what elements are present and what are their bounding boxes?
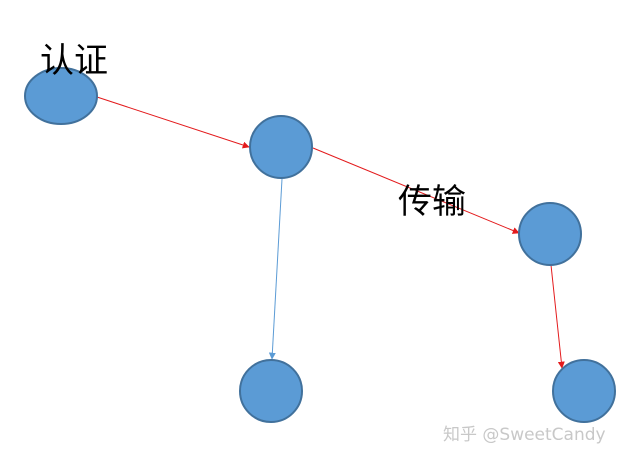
node-4 xyxy=(239,359,303,423)
transfer-label: 传输 xyxy=(398,182,466,222)
node-2 xyxy=(249,115,313,179)
edge-node3-node5 xyxy=(550,264,565,369)
node-1 xyxy=(24,67,98,125)
node-3 xyxy=(518,202,582,266)
watermark-text: 知乎 @SweetCandy xyxy=(443,425,606,445)
edge-node2-node3 xyxy=(312,147,520,234)
edge-node2-node4 xyxy=(268,178,283,360)
auth-label: 认证 xyxy=(40,41,108,81)
edge-node1-node2 xyxy=(96,96,250,149)
node-5 xyxy=(552,359,616,423)
